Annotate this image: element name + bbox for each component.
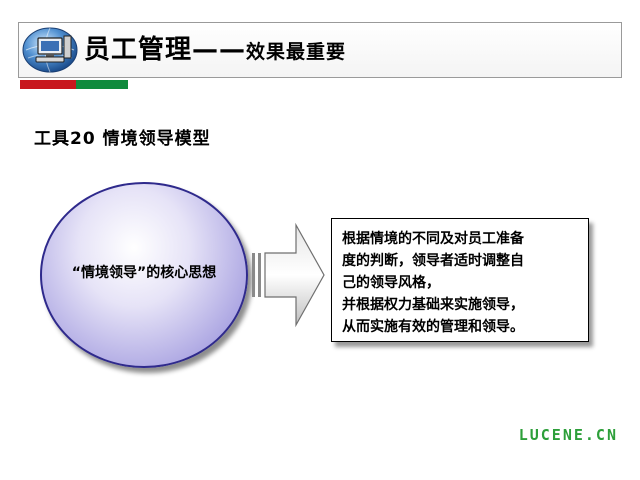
computer-globe-icon <box>22 27 78 73</box>
ellipse-shape <box>40 182 248 368</box>
core-idea-ellipse: “情境领导”的核心思想 <box>40 182 248 368</box>
description-box: 根据情境的不同及对员工准备 度的判断，领导者适时调整自 己的领导风格， 并根据权… <box>331 218 589 342</box>
description-line: 根据情境的不同及对员工准备 <box>342 231 524 247</box>
description-line: 从而实施有效的管理和领导。 <box>342 319 524 335</box>
description-line: 并根据权力基础来实施领导， <box>342 297 524 313</box>
header-bar <box>18 22 622 78</box>
header-title: 员工管理——效果最重要 <box>84 30 346 70</box>
header-title-main: 员工管理—— <box>84 35 247 65</box>
header-stripe-green <box>76 80 128 89</box>
description-line: 度的判断，领导者适时调整自 <box>342 253 524 269</box>
description-line: 己的领导风格， <box>342 275 440 291</box>
watermark-logo: LUCENE.CN <box>518 426 618 444</box>
ellipse-label: “情境领导”的核心思想 <box>71 265 217 281</box>
right-arrow-icon <box>252 222 325 328</box>
slide-title: 工具20 情境领导模型 <box>34 129 211 149</box>
header-stripe-red <box>20 80 76 89</box>
header-title-sub: 效果最重要 <box>246 41 347 63</box>
